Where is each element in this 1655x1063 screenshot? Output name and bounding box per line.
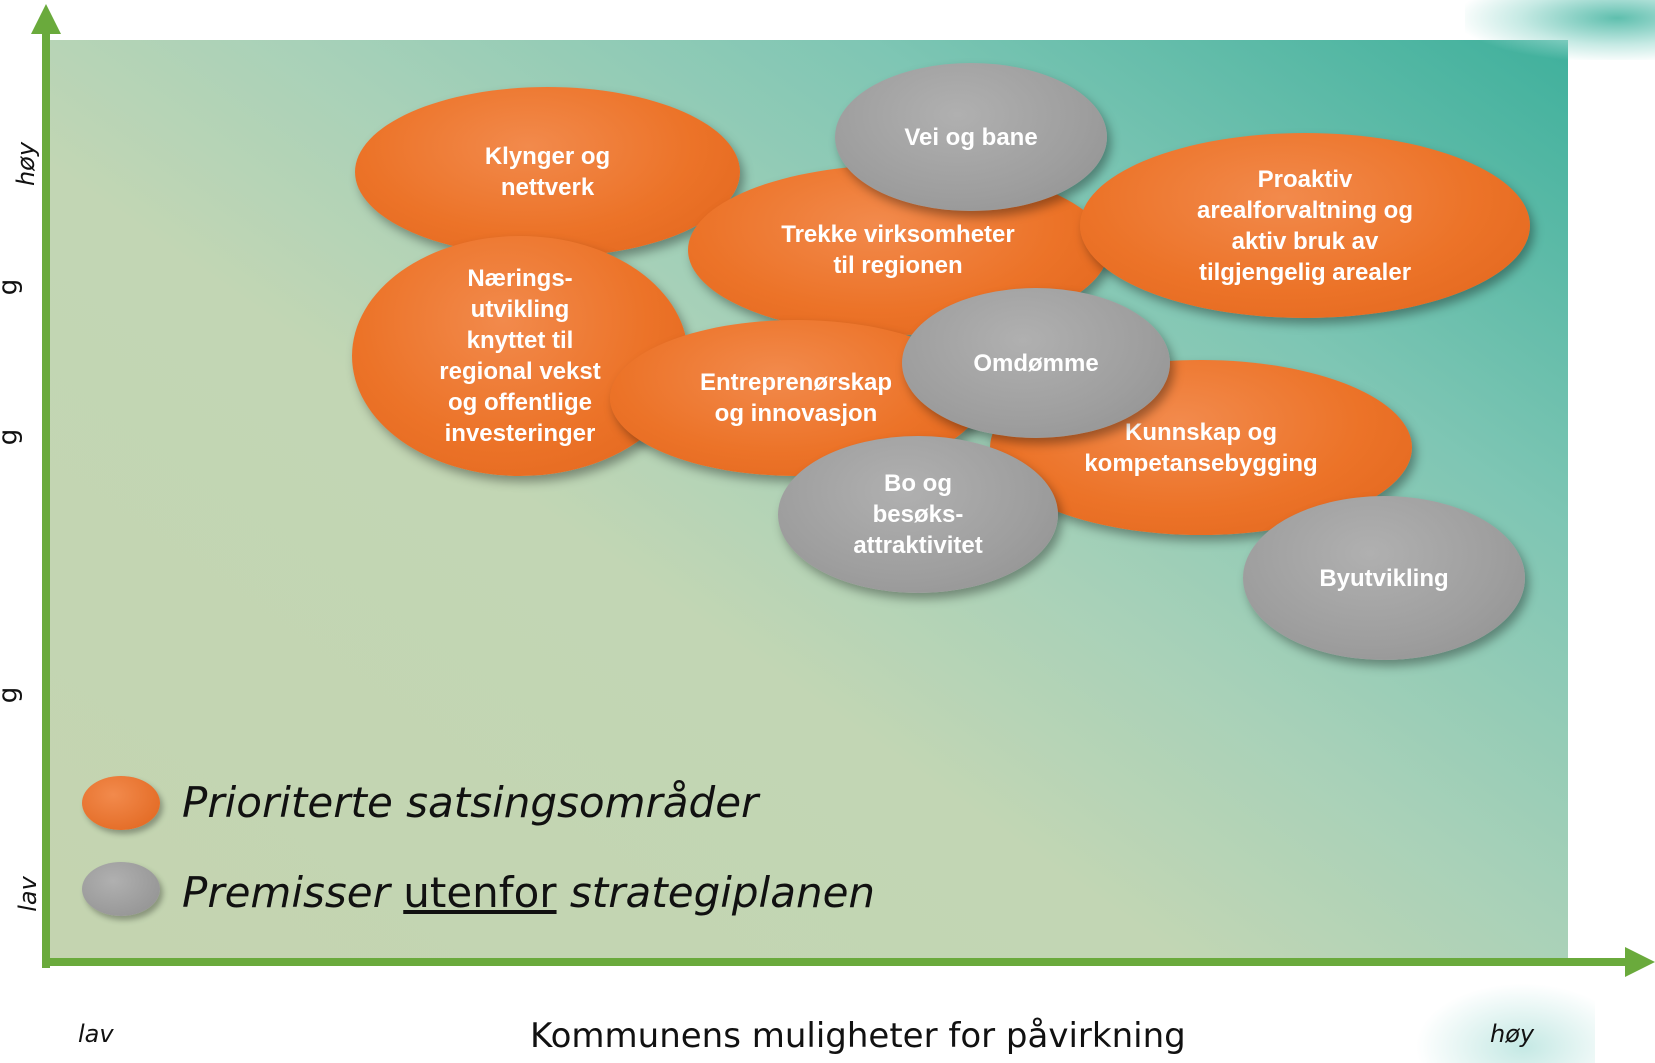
legend-prioritized-swatch [82, 776, 160, 830]
y-axis-high-label: høy [12, 141, 41, 187]
x-axis-line [42, 958, 1637, 966]
x-axis-title: Kommunens muligheter for påvirkning [530, 1016, 1186, 1056]
decorative-texture-top [1465, 0, 1655, 60]
x-axis-arrow-icon [1625, 947, 1655, 977]
legend-premise-underlined: utenfor [403, 868, 557, 917]
y-axis-arrow-icon [31, 4, 61, 34]
bubble-omdomme: Omdømme [902, 288, 1170, 438]
bubble-naeringsutvikling: Nærings- utvikling knyttet til regional … [352, 236, 688, 476]
bubble-byutvikling: Byutvikling [1243, 496, 1525, 660]
y-axis-fragment: g [0, 279, 23, 296]
x-axis-high-label: høy [1490, 1020, 1535, 1048]
decorative-texture-bottom [1415, 983, 1595, 1063]
y-axis-fragment: g [0, 687, 23, 704]
y-axis-line [42, 28, 50, 968]
x-axis-low-label: lav [78, 1020, 114, 1048]
y-axis-fragment: g [0, 429, 23, 446]
legend-premise-rest: strategiplanen [569, 868, 876, 917]
bubble-klynger-og-nettverk: Klynger og nettverk [355, 87, 740, 257]
bubble-vei-og-bane: Vei og bane [835, 63, 1107, 211]
bubble-proaktiv-arealforvaltning: Proaktiv arealforvaltning og aktiv bruk … [1080, 133, 1530, 318]
legend-premise-word: Premisser [182, 868, 390, 917]
legend-premise-swatch [82, 862, 160, 916]
legend-prioritized-label: Prioriterte satsingsområder [182, 778, 759, 827]
bubble-bo-og-besoksattraktivitet: Bo og besøks- attraktivitet [778, 436, 1058, 593]
y-axis-low-label: lav [13, 876, 42, 912]
legend-premise-label: Premisser utenfor strategiplanen [182, 868, 875, 917]
